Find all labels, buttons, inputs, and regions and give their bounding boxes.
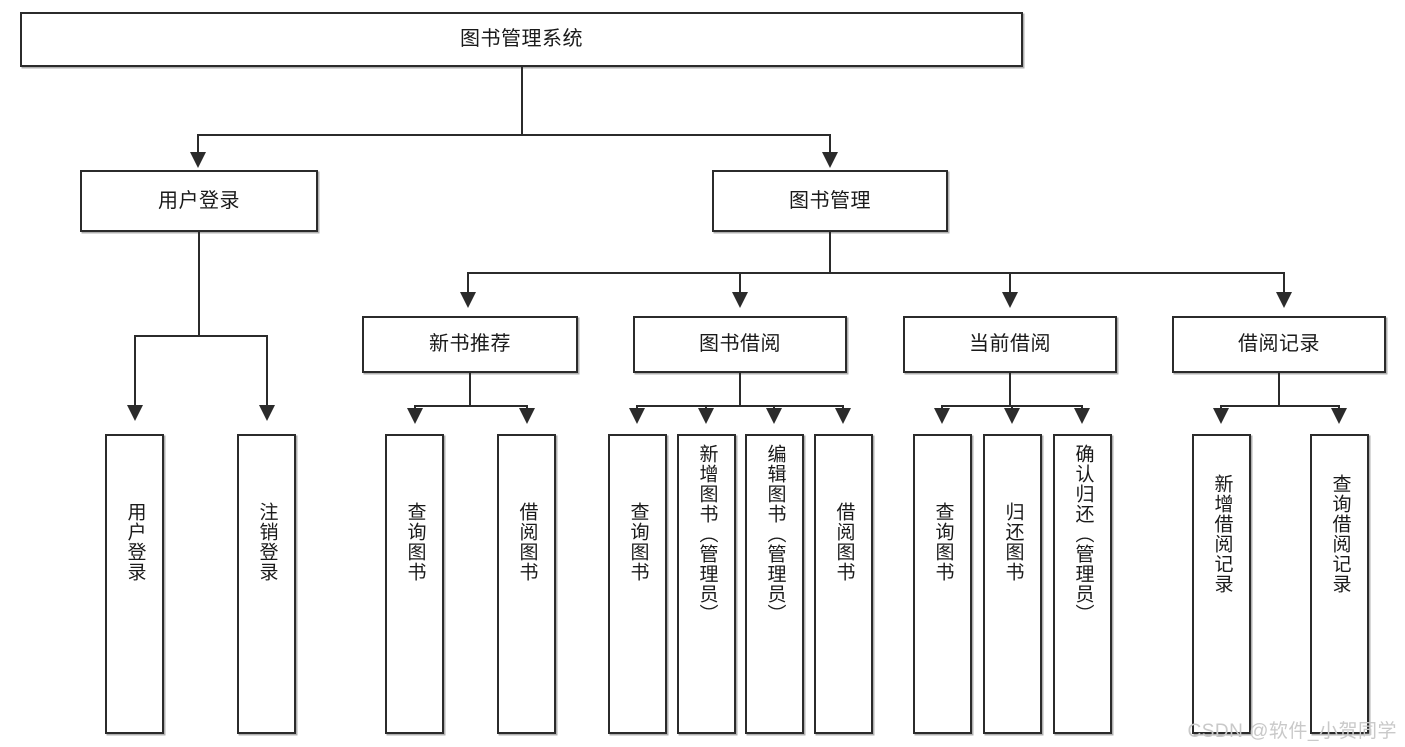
- connector-root-to-bookmgmt: [829, 134, 831, 154]
- node-label: 图书管理: [789, 189, 871, 212]
- leaf-query-book-current[interactable]: 查询图书: [913, 434, 972, 734]
- leaf-label: 新增借阅记录: [1211, 474, 1233, 594]
- node-new-book-recommend[interactable]: 新书推荐: [362, 316, 578, 373]
- connector-root-to-login: [197, 134, 199, 154]
- connector-currentborrow-stem: [1009, 373, 1011, 407]
- node-current-borrow[interactable]: 当前借阅: [903, 316, 1117, 373]
- connector-login-leaf2: [266, 335, 268, 407]
- arrow-currentborrow-l1: [934, 408, 950, 424]
- leaf-confirm-return-admin[interactable]: 确认归还（管理员）: [1053, 434, 1112, 734]
- arrow-bookmgmt-c3: [1002, 292, 1018, 308]
- node-root-system[interactable]: 图书管理系统: [20, 12, 1023, 67]
- node-borrow-record[interactable]: 借阅记录: [1172, 316, 1386, 373]
- connector-login-leaf1: [134, 335, 136, 407]
- connector-borrowrecord-stem: [1278, 373, 1280, 407]
- arrow-newbook-l2: [519, 408, 535, 424]
- connector-login-stem: [198, 232, 200, 336]
- leaf-user-login[interactable]: 用户登录: [105, 434, 164, 734]
- leaf-label: 查询图书: [404, 502, 426, 582]
- arrow-borrowrecord-l1: [1213, 408, 1229, 424]
- arrow-bookborrow-l2: [698, 408, 714, 424]
- arrow-bookborrow-l1: [629, 408, 645, 424]
- node-label: 图书管理系统: [460, 28, 583, 50]
- leaf-label: 注销登录: [256, 502, 278, 582]
- connector-bookmgmt-c4: [1283, 272, 1285, 294]
- connector-borrowrecord-splitter: [1220, 405, 1340, 407]
- arrow-bookmgmt-c4: [1276, 292, 1292, 308]
- connector-root-stem: [521, 67, 523, 135]
- leaf-query-book-newbook[interactable]: 查询图书: [385, 434, 444, 734]
- connector-bookmgmt-c3: [1009, 272, 1011, 294]
- connector-newbook-stem: [469, 373, 471, 407]
- connector-login-splitter: [134, 335, 268, 337]
- arrow-root-to-bookmgmt: [822, 152, 838, 168]
- connector-bookmgmt-c2: [739, 272, 741, 294]
- connector-bookborrow-stem: [739, 373, 741, 407]
- connector-bookmgmt-stem: [829, 232, 831, 274]
- node-label: 新书推荐: [429, 333, 511, 355]
- leaf-label: 编辑图书（管理员）: [764, 444, 786, 624]
- node-book-management[interactable]: 图书管理: [712, 170, 948, 232]
- leaf-edit-book-admin[interactable]: 编辑图书（管理员）: [745, 434, 804, 734]
- connector-newbook-splitter: [414, 405, 528, 407]
- leaf-label: 借阅图书: [833, 502, 855, 582]
- leaf-borrow-book-newbook[interactable]: 借阅图书: [497, 434, 556, 734]
- leaf-label: 查询图书: [627, 502, 649, 582]
- leaf-logout[interactable]: 注销登录: [237, 434, 296, 734]
- node-label: 用户登录: [158, 189, 240, 212]
- connector-bookborrow-splitter: [636, 405, 844, 407]
- leaf-return-book[interactable]: 归还图书: [983, 434, 1042, 734]
- arrow-login-leaf2: [259, 405, 275, 421]
- arrow-borrowrecord-l2: [1331, 408, 1347, 424]
- arrow-newbook-l1: [407, 408, 423, 424]
- leaf-label: 查询借阅记录: [1329, 474, 1351, 594]
- arrow-root-to-login: [190, 152, 206, 168]
- connector-bookmgmt-splitter: [467, 272, 1285, 274]
- arrow-bookborrow-l3: [766, 408, 782, 424]
- leaf-label: 借阅图书: [516, 502, 538, 582]
- leaf-query-borrow-record[interactable]: 查询借阅记录: [1310, 434, 1369, 734]
- connector-root-splitter: [197, 134, 831, 136]
- arrow-currentborrow-l2: [1004, 408, 1020, 424]
- leaf-label: 用户登录: [124, 502, 146, 582]
- leaf-borrow-book[interactable]: 借阅图书: [814, 434, 873, 734]
- leaf-label: 归还图书: [1002, 502, 1024, 582]
- node-label: 当前借阅: [969, 333, 1051, 355]
- leaf-label: 新增图书（管理员）: [696, 444, 718, 624]
- connector-bookmgmt-c1: [467, 272, 469, 294]
- leaf-add-book-admin[interactable]: 新增图书（管理员）: [677, 434, 736, 734]
- leaf-label: 查询图书: [932, 502, 954, 582]
- node-label: 图书借阅: [699, 333, 781, 355]
- node-book-borrow[interactable]: 图书借阅: [633, 316, 847, 373]
- arrow-login-leaf1: [127, 405, 143, 421]
- arrow-currentborrow-l3: [1074, 408, 1090, 424]
- leaf-label: 确认归还（管理员）: [1072, 444, 1094, 624]
- arrow-bookborrow-l4: [835, 408, 851, 424]
- node-user-login[interactable]: 用户登录: [80, 170, 318, 232]
- leaf-query-book-borrow[interactable]: 查询图书: [608, 434, 667, 734]
- arrow-bookmgmt-c1: [460, 292, 476, 308]
- node-label: 借阅记录: [1238, 333, 1320, 355]
- leaf-add-borrow-record[interactable]: 新增借阅记录: [1192, 434, 1251, 734]
- arrow-bookmgmt-c2: [732, 292, 748, 308]
